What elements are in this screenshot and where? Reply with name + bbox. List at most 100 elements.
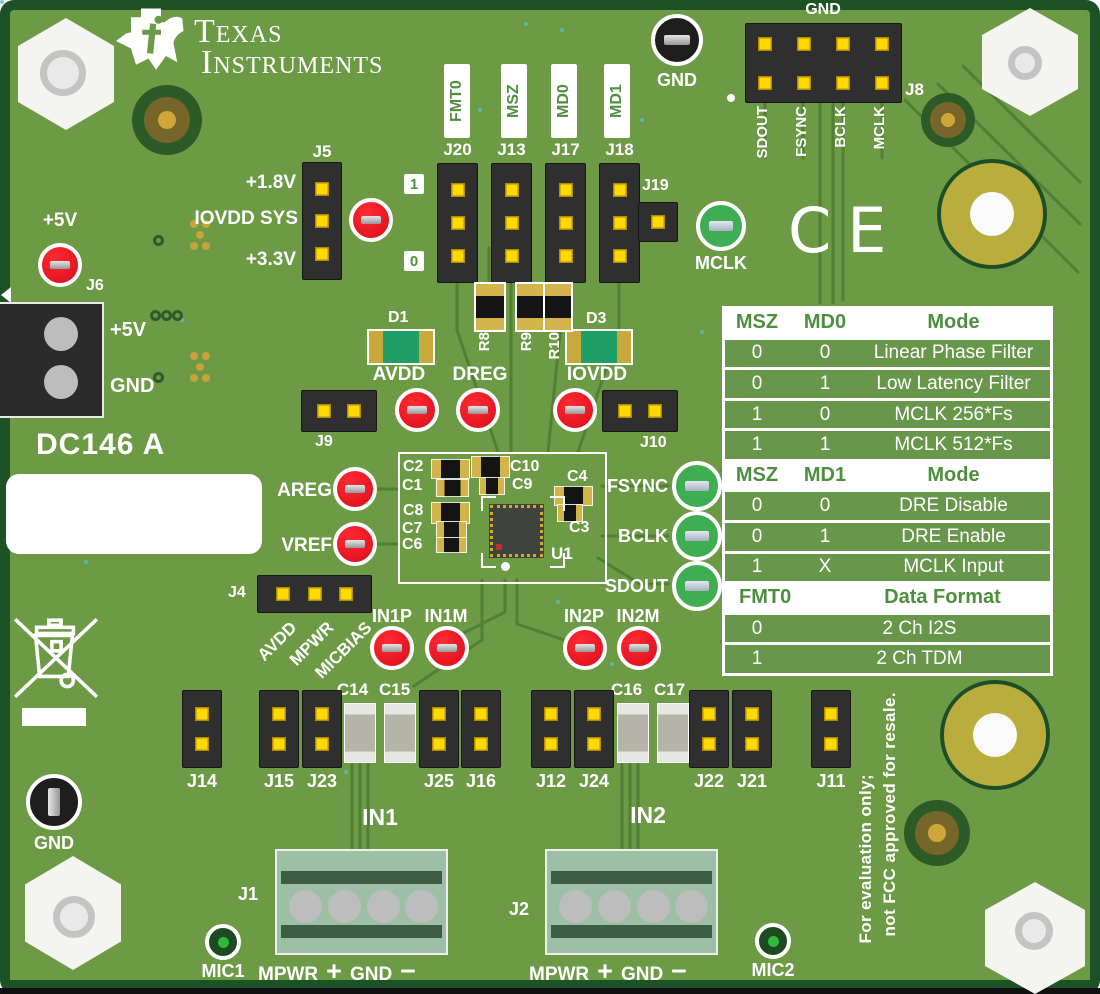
j19-ref: J19: [642, 177, 669, 194]
cap-c6: [436, 537, 467, 553]
c15-ref: C15: [379, 680, 411, 699]
header-pin: [612, 249, 627, 263]
header-pin: [558, 249, 573, 263]
mclk-test-point: [696, 201, 746, 251]
table-cell: 0: [751, 342, 763, 364]
c17-ref: C17: [654, 680, 686, 699]
header-pin: [874, 75, 889, 90]
c3-ref: C3: [569, 519, 590, 536]
vref-test-point: [333, 522, 377, 566]
areg-test-point: [333, 467, 377, 511]
c7-ref: C7: [402, 520, 423, 537]
test-point-slot: [344, 485, 366, 493]
test-point-slot: [664, 35, 690, 45]
header-j8: [745, 23, 902, 103]
plus-label: +: [597, 956, 613, 986]
mpwr-label: MPWR: [529, 964, 590, 985]
test-point-slot: [467, 406, 489, 414]
board-bottom-edge: [0, 988, 1100, 994]
in2p-test-point: [563, 626, 607, 670]
header-pin: [504, 249, 519, 263]
u1-chip-pads: [490, 505, 543, 557]
table-cell: 0: [751, 495, 763, 517]
d3-ref: D3: [586, 310, 607, 327]
board-edge-marker: [1, 287, 11, 303]
bclk-test-point: [672, 511, 722, 561]
minus-label: −: [671, 956, 687, 986]
table-cell: 0: [751, 525, 763, 547]
mode-table-header: FMT0 Data Format: [725, 584, 1050, 612]
header-pin: [474, 737, 488, 751]
c10-ref: C10: [510, 458, 540, 475]
iovdd-test-point: [553, 388, 597, 432]
j1-ref: J1: [238, 884, 259, 904]
u1-ref: U1: [551, 544, 573, 563]
j12-ref: J12: [535, 771, 567, 791]
fiducial: [904, 800, 970, 866]
j8-ref: J8: [905, 80, 924, 99]
c14-ref: C14: [337, 680, 369, 699]
j2-ref: J2: [509, 899, 530, 919]
table-cell: 2 Ch I2S: [882, 617, 957, 639]
evaluation-notice-line2: not FCC approved for resale.: [880, 692, 899, 937]
header-pin: [315, 181, 329, 196]
u1-bracket: [481, 496, 496, 511]
table-cell: 1: [751, 403, 763, 425]
table-cell: Linear Phase Filter: [873, 342, 1034, 364]
j5-pin-3v3-label: +3.3V: [245, 249, 296, 270]
in1-title: IN1: [362, 804, 398, 830]
j8-pin-sdout-label: SDOUT: [754, 106, 771, 159]
mic2-test-point: [755, 923, 791, 959]
standoff-screw: [1015, 912, 1053, 950]
j5-ref: J5: [312, 142, 332, 161]
header-j13: [491, 163, 532, 283]
header-j21: [732, 690, 772, 768]
header-pin: [745, 737, 759, 751]
header-pin: [758, 75, 773, 90]
table-cell: Mode: [927, 311, 980, 334]
resistor-r10: [543, 282, 573, 332]
terminal-bar: [551, 871, 712, 884]
j10-ref: J10: [640, 434, 667, 451]
header-pin: [432, 707, 446, 721]
header-pin: [544, 737, 558, 751]
mpwr-label: MPWR: [258, 964, 319, 985]
c6-ref: C6: [402, 536, 423, 553]
c16-ref: C16: [611, 680, 643, 699]
terminal-block-j2: [545, 849, 718, 955]
mode-table-row: 0 2 Ch I2S: [725, 614, 1050, 643]
test-point-slot: [684, 531, 710, 541]
header-pin: [797, 75, 812, 90]
table-cell: MD0: [803, 311, 847, 334]
iovdd-sys-test-point: [349, 198, 393, 242]
fiducial-mid: [915, 811, 959, 855]
mounting-pad: [937, 159, 1047, 269]
header-pin: [651, 215, 665, 229]
mode-table-row: 1 0 MCLK 256*Fs: [725, 400, 1050, 429]
sdout-label: SDOUT: [605, 576, 668, 596]
gnd-label: GND: [349, 964, 393, 985]
header-j14: [182, 690, 222, 768]
j22-ref: J22: [693, 771, 725, 791]
signal-box-md0: MD0: [551, 64, 577, 138]
standoff-screw: [1008, 46, 1042, 80]
dreg-label: DREG: [452, 364, 508, 385]
c8-ref: C8: [403, 502, 424, 519]
header-j9: [301, 390, 377, 432]
header-pin: [835, 75, 850, 90]
table-cell: 1: [819, 372, 831, 394]
iovdd-label: IOVDD: [566, 364, 628, 385]
cap-c2: [431, 459, 470, 479]
blank-label-sticker: [6, 474, 262, 554]
mode-table-row: 1 X MCLK Input: [725, 553, 1050, 582]
u1-bracket: [550, 553, 565, 568]
jumper-position-0: 0: [404, 251, 424, 271]
cap-c16: [617, 703, 649, 763]
header-pin: [315, 707, 329, 721]
header-j25: [419, 690, 459, 768]
fiducial: [132, 85, 202, 155]
table-cell: 2 Ch TDM: [876, 648, 963, 670]
mounting-pad-hole: [972, 712, 1018, 758]
c2-ref: C2: [403, 458, 424, 475]
header-pin: [824, 737, 838, 751]
